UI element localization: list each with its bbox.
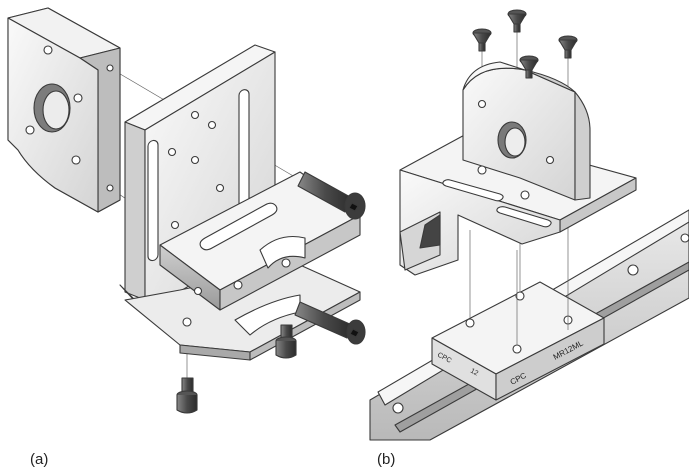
carriage-size-text: 12 — [469, 368, 479, 378]
bolt-vertical-right — [275, 324, 297, 359]
upright-block — [462, 61, 591, 201]
bracket-slot-left — [147, 139, 159, 262]
bracket-b-slot-1 — [442, 179, 504, 202]
adapter-plate — [159, 171, 361, 311]
countersunk-screw-4 — [558, 35, 578, 59]
linear-carriage: CPC 12 CPC MR12ML — [431, 281, 605, 401]
countersunk-screw-3 — [519, 55, 539, 79]
cap-screw-upper — [297, 171, 366, 220]
panel-b-illustration: CPC 12 CPC MR12ML — [369, 9, 689, 441]
bracket-slot-right — [238, 89, 250, 216]
bracket-b-slot-2 — [496, 206, 552, 228]
adapter-slot — [199, 202, 278, 251]
cap-screw-lower — [294, 301, 366, 345]
countersunk-screw-2 — [507, 9, 527, 33]
panel-label-b: (b) — [377, 451, 396, 468]
panel-a-illustration — [7, 7, 366, 414]
panel-label-a: (a) — [30, 451, 49, 468]
motor-flange-plate — [7, 7, 121, 213]
countersunk-screw-1 — [472, 28, 492, 52]
bolt-vertical-left — [176, 377, 198, 414]
